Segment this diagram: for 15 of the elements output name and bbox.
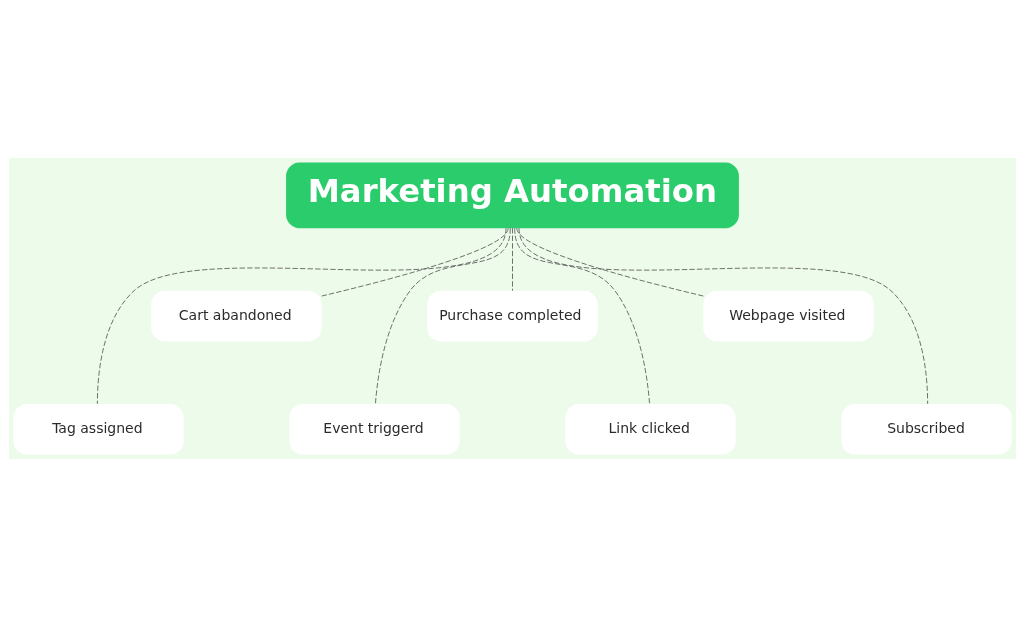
node-box: Marketing Automation bbox=[285, 162, 739, 229]
node-box: Subscribed bbox=[840, 403, 1012, 455]
connector bbox=[320, 227, 509, 297]
node-box: Purchase completed bbox=[426, 290, 598, 342]
connector bbox=[511, 227, 513, 292]
connector bbox=[96, 227, 506, 405]
connector bbox=[515, 227, 704, 297]
connector bbox=[513, 227, 650, 404]
node-box: Cart abandoned bbox=[150, 290, 322, 342]
node-box: Tag assigned bbox=[12, 403, 184, 455]
node-box: Event triggerd bbox=[288, 403, 460, 455]
node-box: Link clicked bbox=[564, 403, 736, 455]
node-box: Webpage visited bbox=[702, 290, 874, 342]
connector bbox=[374, 227, 511, 404]
connector bbox=[518, 227, 928, 405]
